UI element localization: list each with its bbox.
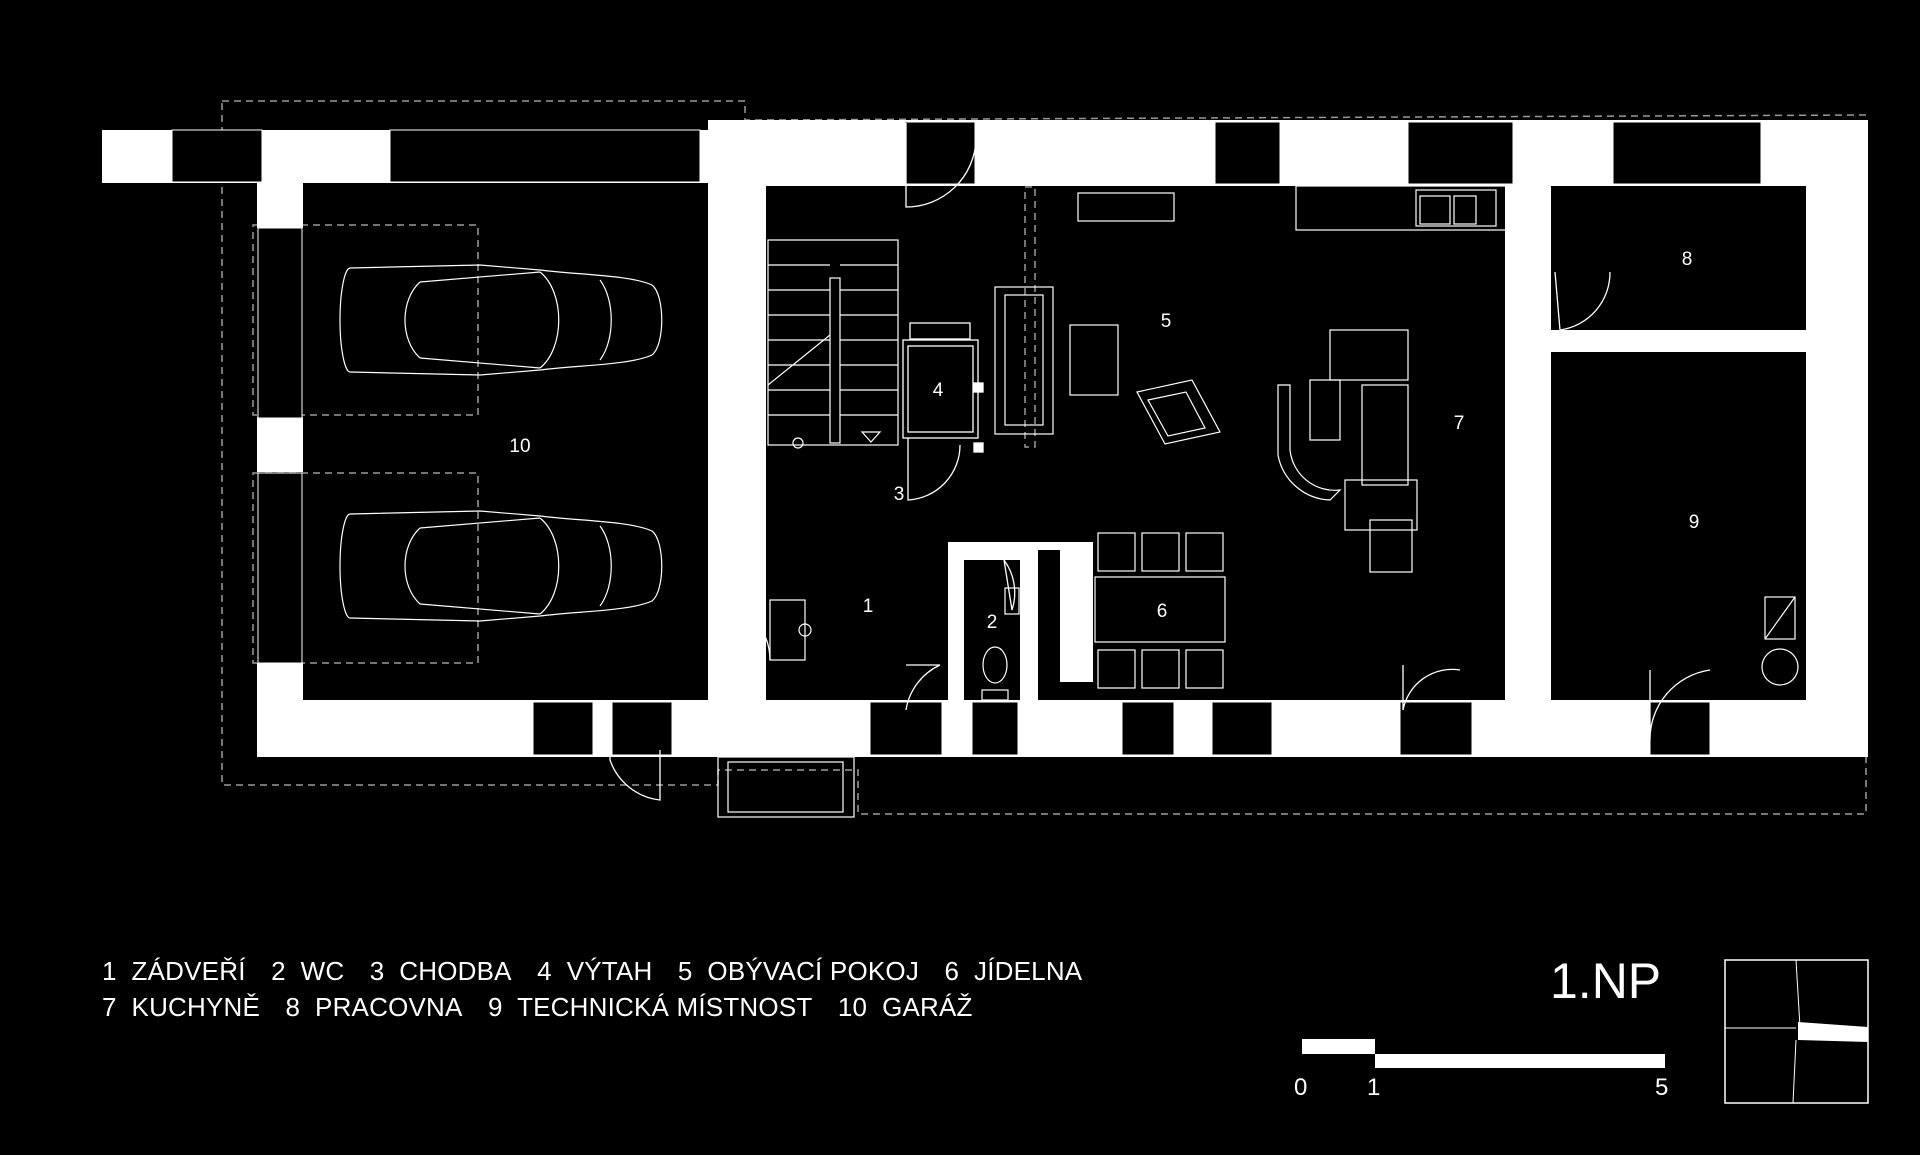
dining-table xyxy=(1094,532,1226,689)
legend-line-2: 7 KUCHYNĚ 8 PRACOVNA 9 TECHNICKÁ MÍSTNOS… xyxy=(102,989,1100,1025)
room-label-4: 4 xyxy=(933,380,944,401)
scale-bar xyxy=(1302,1039,1665,1068)
legend-item: 6 JÍDELNA xyxy=(944,956,1083,986)
legend-item: 7 KUCHYNĚ xyxy=(102,992,261,1022)
room-label-7: 7 xyxy=(1454,413,1465,434)
legend-item: 1 ZÁDVEŘÍ xyxy=(102,956,246,986)
legend-item: 10 GARÁŽ xyxy=(837,992,973,1022)
room-label-8: 8 xyxy=(1682,249,1693,270)
legend-item: 3 CHODBA xyxy=(369,956,512,986)
key-plan xyxy=(1724,959,1869,1104)
legend-item: 5 OBÝVACÍ POKOJ xyxy=(677,956,920,986)
wc-fixtures xyxy=(981,587,1020,701)
car-bottom xyxy=(339,510,663,622)
scale-label-0: 0 xyxy=(1294,1074,1308,1101)
elevator xyxy=(902,322,984,453)
legend-item: 8 PRACOVNA xyxy=(285,992,463,1022)
room-label-2: 2 xyxy=(987,612,998,633)
sheet-title: 1.NP xyxy=(1550,953,1662,1009)
room-label-9: 9 xyxy=(1689,512,1700,533)
legend-item: 2 WC xyxy=(271,956,345,986)
dashed-outlines xyxy=(221,100,1867,815)
doors xyxy=(609,123,1711,801)
living-room-furniture xyxy=(994,192,1221,445)
entrance-steps xyxy=(717,599,855,818)
window-openings xyxy=(171,121,1762,756)
room-label-6: 6 xyxy=(1157,601,1168,622)
scale-label-5: 5 xyxy=(1655,1074,1669,1101)
room-label-10: 10 xyxy=(509,436,530,457)
walls xyxy=(102,120,1868,757)
technical-equipment xyxy=(1761,596,1799,686)
room-legend: 1 ZÁDVEŘÍ 2 WC 3 CHODBA 4 VÝTAH 5 OBÝVAC… xyxy=(102,953,1100,1025)
kitchen-furniture xyxy=(1277,185,1547,656)
room-label-3: 3 xyxy=(894,484,905,505)
legend-item: 9 TECHNICKÁ MÍSTNOST xyxy=(488,992,813,1022)
legend-item: 4 VÝTAH xyxy=(537,956,653,986)
room-label-5: 5 xyxy=(1161,311,1172,332)
room-label-1: 1 xyxy=(863,596,874,617)
scale-label-1: 1 xyxy=(1367,1074,1381,1101)
staircase xyxy=(767,239,899,449)
car-top xyxy=(339,264,663,376)
legend-line-1: 1 ZÁDVEŘÍ 2 WC 3 CHODBA 4 VÝTAH 5 OBÝVAC… xyxy=(102,953,1100,989)
